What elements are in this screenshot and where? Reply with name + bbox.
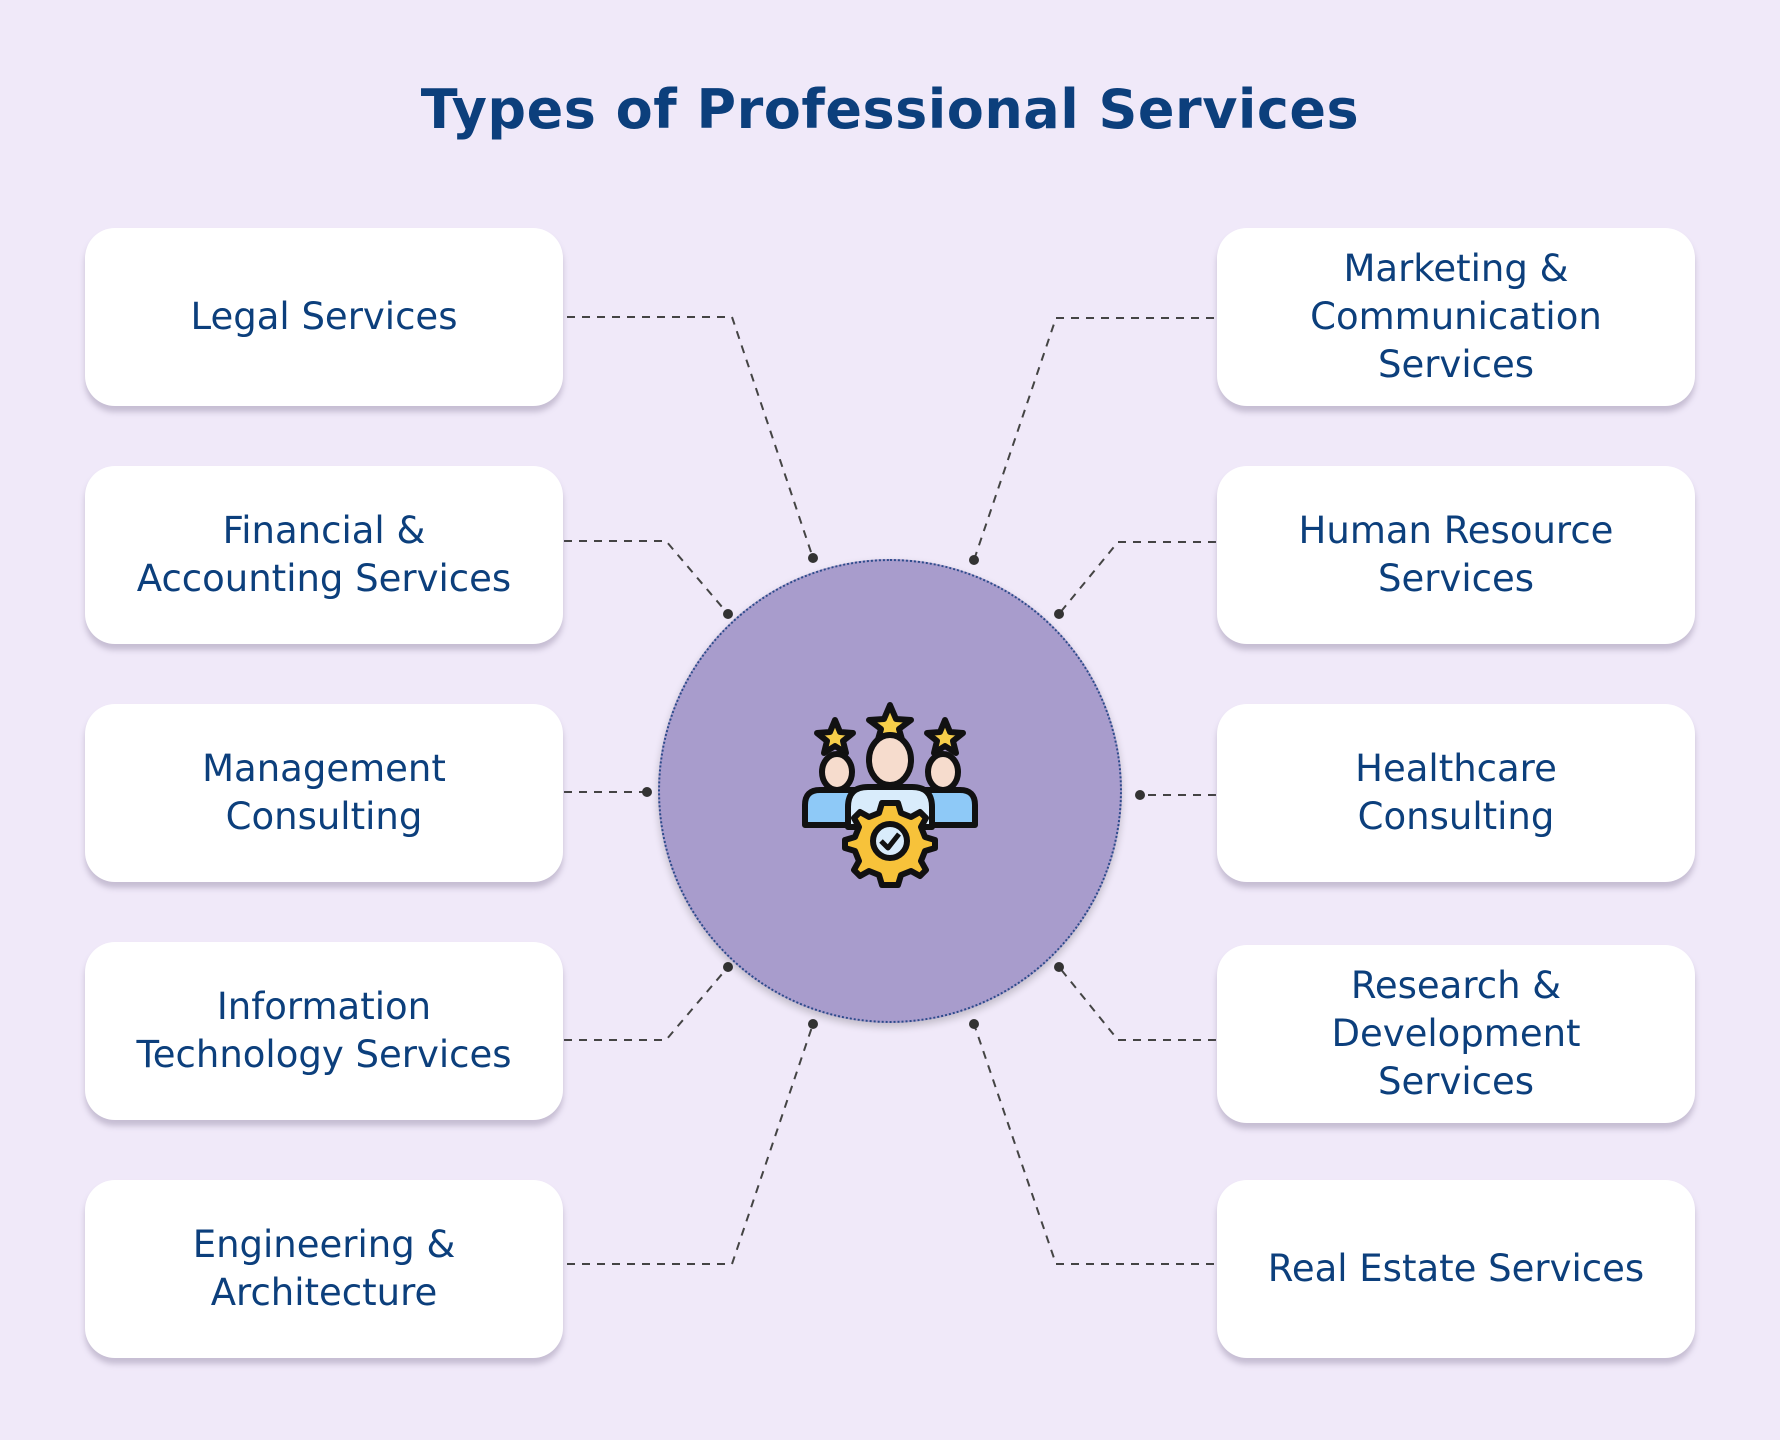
connector-dot <box>969 1019 979 1029</box>
service-card-it: Information Technology Services <box>85 942 563 1120</box>
connector-hr <box>1058 541 1216 615</box>
service-label: Real Estate Services <box>1267 1247 1645 1290</box>
service-card-healthcare: Healthcare Consulting <box>1217 704 1695 882</box>
connector-realestate <box>973 1023 1214 1265</box>
service-label: Information Technology Services <box>136 985 512 1076</box>
service-label: Legal Services <box>190 295 458 338</box>
service-label: Marketing & Communication Services <box>1310 247 1602 386</box>
service-card-hr: Human Resource Services <box>1217 466 1695 644</box>
connector-dot <box>723 962 733 972</box>
connector-dot <box>723 609 733 619</box>
connector-dot <box>1135 790 1145 800</box>
connector-marketing <box>973 317 1214 561</box>
connector-financial <box>564 540 729 615</box>
connector-dot <box>1054 609 1064 619</box>
service-card-financial: Financial & Accounting Services <box>85 466 563 644</box>
team-with-stars-and-gear-icon <box>802 702 978 888</box>
page-title: Types of Professional Services <box>420 78 1360 141</box>
connector-dot <box>642 787 652 797</box>
service-label: Research & Development Services <box>1331 964 1581 1103</box>
service-label: Healthcare Consulting <box>1355 747 1557 838</box>
service-label: Financial & Accounting Services <box>136 509 512 600</box>
connector-dot <box>1054 962 1064 972</box>
service-label: Human Resource Services <box>1298 509 1614 600</box>
connector-dot <box>808 553 818 563</box>
service-card-management: Management Consulting <box>85 704 563 882</box>
service-card-legal: Legal Services <box>85 228 563 406</box>
service-card-realestate: Real Estate Services <box>1217 1180 1695 1358</box>
service-card-engineering: Engineering & Architecture <box>85 1180 563 1358</box>
service-label: Engineering & Architecture <box>192 1223 456 1314</box>
service-label: Management Consulting <box>202 747 446 838</box>
connector-rnd <box>1058 966 1216 1041</box>
service-card-marketing: Marketing & Communication Services <box>1217 228 1695 406</box>
connector-engineering <box>567 1023 814 1265</box>
connector-it <box>564 966 729 1041</box>
connector-dot <box>808 1019 818 1029</box>
service-card-rnd: Research & Development Services <box>1217 945 1695 1123</box>
connector-legal <box>567 316 814 559</box>
connector-dot <box>969 555 979 565</box>
